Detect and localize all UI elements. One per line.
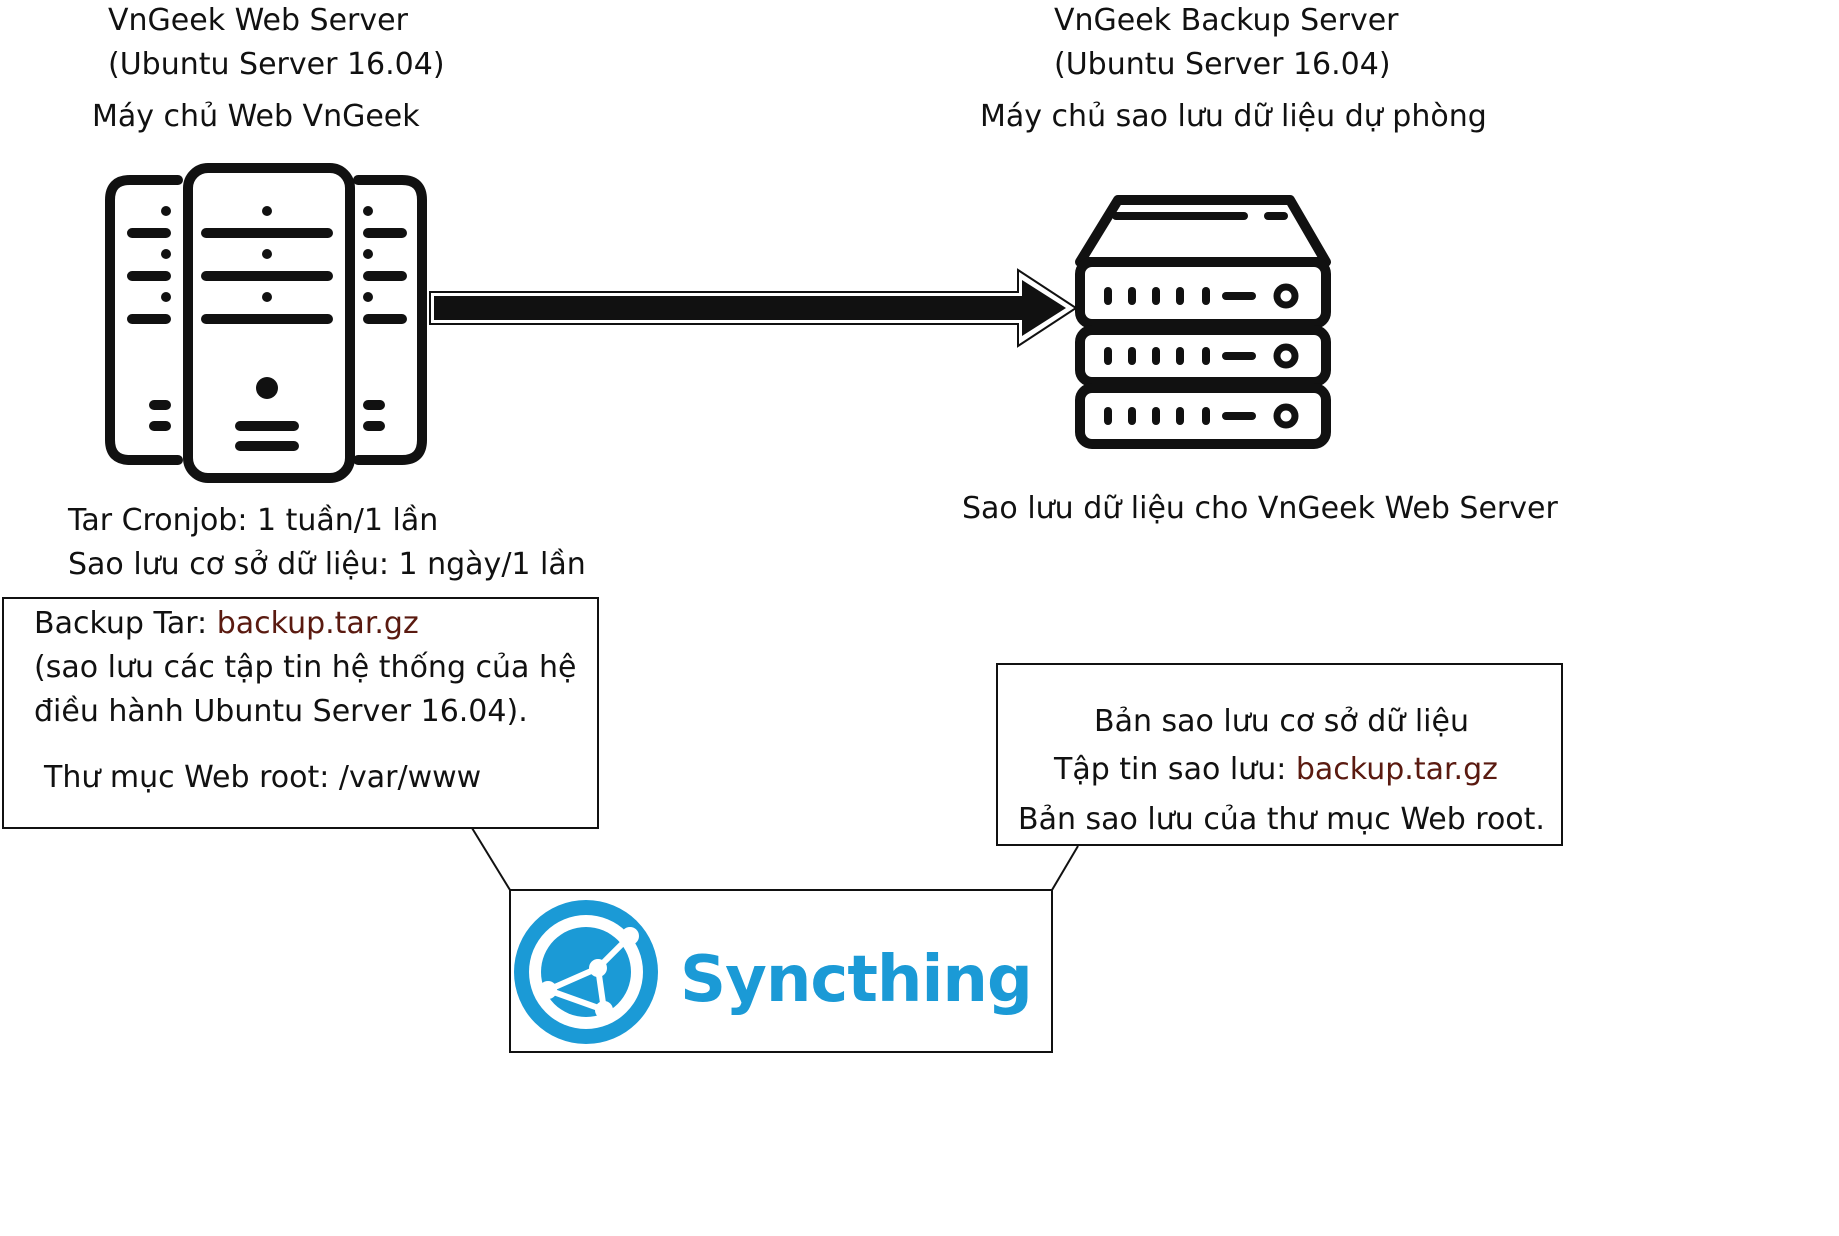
backup-tar-desc-2: điều hành Ubuntu Server 16.04). bbox=[34, 694, 528, 729]
syncthing-wordmark: Syncthing bbox=[680, 943, 1033, 1017]
backup-tar-filename: backup.tar.gz bbox=[216, 606, 419, 641]
web-root-backup-line: Bản sao lưu của thư mục Web root. bbox=[1018, 802, 1545, 837]
backup-server-icon bbox=[1075, 195, 1331, 449]
backup-server-slots bbox=[1104, 283, 1299, 429]
backup-server-caption: Sao lưu dữ liệu cho VnGeek Web Server bbox=[962, 491, 1558, 526]
backup-tar-desc-1: (sao lưu các tập tin hệ thống của hệ bbox=[34, 650, 577, 685]
transfer-arrow bbox=[429, 268, 1078, 348]
backup-server-subtitle: Máy chủ sao lưu dữ liệu dự phòng bbox=[980, 99, 1487, 134]
backup-file-name: backup.tar.gz bbox=[1295, 752, 1498, 787]
left-connector bbox=[471, 827, 511, 891]
right-connector bbox=[1051, 845, 1079, 891]
diagram-canvas bbox=[105, 163, 1331, 1053]
web-backup-info-box: Backup Tar: backup.tar.gz (sao lưu các t… bbox=[2, 597, 599, 829]
web-server-os: (Ubuntu Server 16.04) bbox=[108, 47, 445, 82]
backup-file-label: Tập tin sao lưu: bbox=[1054, 752, 1296, 787]
web-server-icon bbox=[105, 163, 427, 483]
backup-tar-label: Backup Tar: bbox=[34, 606, 217, 641]
web-root-line: Thư mục Web root: /var/www bbox=[44, 760, 482, 795]
backup-server-os: (Ubuntu Server 16.04) bbox=[1054, 47, 1391, 82]
backup-server-title: VnGeek Backup Server bbox=[1054, 3, 1399, 38]
backup-file-line: Tập tin sao lưu: backup.tar.gz bbox=[1054, 755, 1498, 785]
db-backup-line: Bản sao lưu cơ sở dữ liệu bbox=[1094, 704, 1469, 739]
web-server-title: VnGeek Web Server bbox=[108, 3, 408, 38]
syncthing-logo-icon bbox=[514, 900, 658, 1044]
web-server-subtitle: Máy chủ Web VnGeek bbox=[92, 99, 420, 134]
tar-cron-schedule: Tar Cronjob: 1 tuần/1 lần bbox=[68, 503, 439, 538]
db-backup-schedule: Sao lưu cơ sở dữ liệu: 1 ngày/1 lần bbox=[68, 547, 586, 582]
backup-tar-line: Backup Tar: backup.tar.gz bbox=[34, 609, 419, 639]
backup-contents-box: Bản sao lưu cơ sở dữ liệu Tập tin sao lư… bbox=[996, 663, 1563, 846]
